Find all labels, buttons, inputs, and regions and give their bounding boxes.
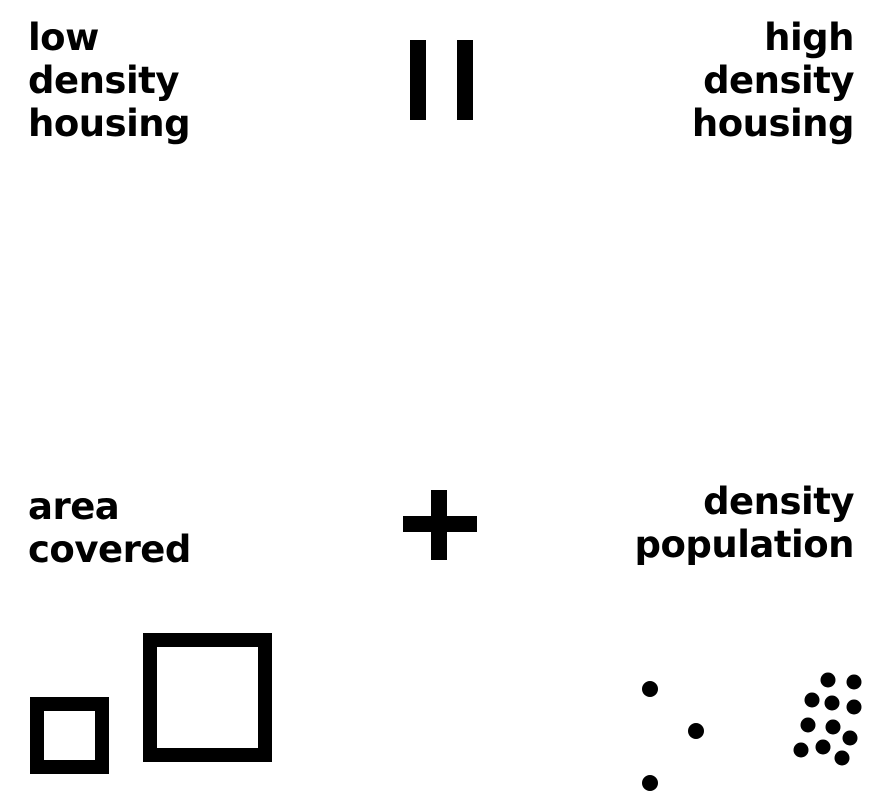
- low-density-line-2: density: [28, 59, 179, 102]
- small-square-icon: [30, 697, 109, 774]
- area-covered-label: area covered: [28, 485, 191, 571]
- equals-bar-left: [410, 40, 426, 120]
- high-density-housing-label: high density housing: [691, 16, 855, 145]
- dense-dot: [793, 742, 809, 758]
- sparse-dot: [688, 723, 704, 739]
- area-covered-line-1: area: [28, 485, 120, 528]
- high-density-line-1: high: [764, 16, 854, 59]
- area-covered-line-2: covered: [28, 528, 191, 571]
- equals-icon: [410, 40, 473, 120]
- dense-dot: [842, 730, 858, 746]
- low-density-line-1: low: [28, 16, 99, 59]
- dense-dots-icon: [793, 672, 862, 766]
- plus-icon: [403, 490, 477, 560]
- high-density-line-2: density: [703, 59, 854, 102]
- dense-dot: [815, 739, 831, 755]
- plus-horizontal-bar: [403, 516, 477, 532]
- dense-dot: [824, 695, 840, 711]
- density-population-label: density population: [634, 480, 854, 566]
- sparse-dot: [642, 775, 658, 791]
- high-density-line-3: housing: [691, 102, 855, 145]
- dense-dot: [834, 750, 850, 766]
- dense-dot: [846, 699, 862, 715]
- dense-dot: [846, 674, 862, 690]
- large-square-icon: [143, 633, 272, 762]
- density-population-line-1: density: [703, 480, 854, 523]
- equals-bar-right: [457, 40, 473, 120]
- sparse-dot: [642, 681, 658, 697]
- density-population-line-2: population: [634, 523, 854, 566]
- dense-dot: [825, 719, 841, 735]
- low-density-housing-label: low density housing: [28, 16, 191, 145]
- dense-dot: [820, 672, 836, 688]
- sparse-dots-icon: [642, 681, 704, 791]
- dense-dot: [800, 717, 816, 733]
- low-density-line-3: housing: [28, 102, 191, 145]
- dense-dot: [804, 692, 820, 708]
